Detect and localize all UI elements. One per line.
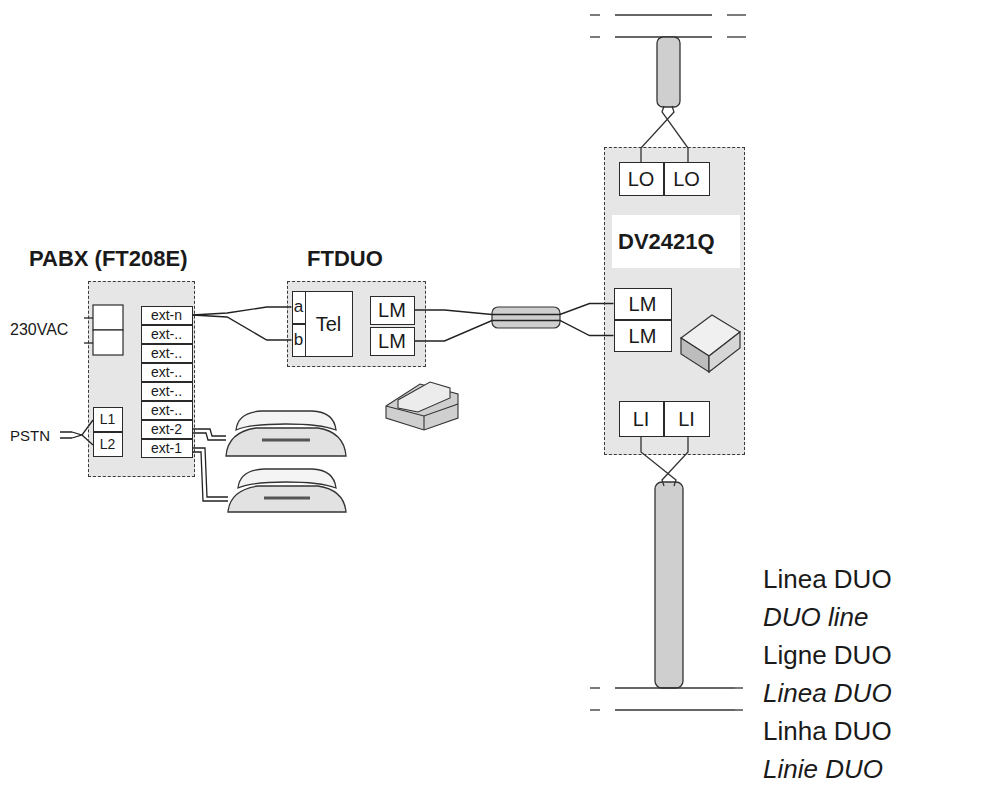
twisted-pair-cable <box>492 307 560 328</box>
terminal-box: LM <box>614 288 672 320</box>
terminal-box: a <box>292 291 306 324</box>
panel-ground <box>604 147 745 455</box>
terminal-label: ext-.. <box>151 327 182 341</box>
terminal-box: ext-2 <box>141 420 193 439</box>
terminal-box: ext-.. <box>141 382 193 401</box>
device-name: DV2421Q <box>612 215 740 268</box>
terminal-box: ext-n <box>141 306 193 325</box>
panel-ground <box>88 281 195 477</box>
terminal-box: LM <box>370 296 415 325</box>
power-terminal <box>93 305 123 330</box>
terminal-box: LM <box>370 327 415 356</box>
terminal-label: Tel <box>316 314 342 334</box>
terminal-label: ext-.. <box>151 346 182 360</box>
terminal-box: L2 <box>93 432 123 457</box>
terminal-label: ext-2 <box>151 422 182 436</box>
terminal-box: ext-.. <box>141 363 193 382</box>
phone-wire <box>193 448 228 497</box>
terminal-label: ext-n <box>151 308 182 322</box>
terminal-box: ext-1 <box>141 439 193 458</box>
wire-connector <box>415 321 614 342</box>
bus-label: Linea DUO <box>763 566 892 592</box>
terminal-box: LM <box>614 320 672 352</box>
terminal-box: Tel <box>305 291 353 357</box>
terminal-box: ext-.. <box>141 401 193 420</box>
device-panel: abTelLMLMFTDUO <box>287 281 426 367</box>
terminal-box: LI <box>664 401 710 437</box>
device-panel: LO LO LM LM LI LI DV2421Q <box>604 147 745 455</box>
bus-label: Ligne DUO <box>763 642 892 668</box>
phone-wire <box>193 452 228 501</box>
din-module-icon <box>386 382 458 430</box>
terminal-label: ext-1 <box>151 441 182 455</box>
terminal-label: a <box>294 298 304 315</box>
bus-label: Linea DUO <box>763 680 892 706</box>
telephone-icon <box>226 411 346 456</box>
terminal-label: LO <box>628 169 655 189</box>
telephone-icon <box>228 469 346 512</box>
power-terminal <box>93 330 123 355</box>
wire-connector <box>193 315 292 340</box>
device-name: PABX (FT208E) <box>29 248 188 270</box>
supply-label: 230VAC <box>10 322 68 338</box>
terminal-label: ext-.. <box>151 403 182 417</box>
terminal-box: LO <box>619 162 664 196</box>
panel-ground <box>287 281 426 367</box>
bus-label: Linha DUO <box>763 718 892 744</box>
bus-label: DUO line <box>763 604 868 630</box>
terminal-label: LI <box>678 409 695 429</box>
terminal-label: LM <box>629 294 657 314</box>
terminal-label: LM <box>378 300 406 320</box>
terminal-box: ext-.. <box>141 344 193 363</box>
duo-bus <box>590 15 746 162</box>
terminal-label: LM <box>378 331 406 351</box>
terminal-label: L2 <box>100 437 116 451</box>
wire-connector <box>415 304 614 315</box>
terminal-label: b <box>294 331 304 348</box>
terminal-label: ext-.. <box>151 365 182 379</box>
line-label: PSTN <box>10 428 50 443</box>
duo-bus <box>590 437 746 710</box>
terminal-box: b <box>292 324 306 357</box>
terminal-box: LO <box>664 162 710 196</box>
terminal-label: LM <box>629 326 657 346</box>
terminal-box: ext-.. <box>141 325 193 344</box>
terminal-label: LO <box>673 169 700 189</box>
wire-connector <box>193 307 292 315</box>
device-panel: ext-n ext-.. ext-.. ext-.. ext-.. ext-.. ext-2… <box>88 281 195 477</box>
module-box-icon <box>681 315 740 372</box>
terminal-label: LI <box>633 409 650 429</box>
terminal-box: LI <box>619 401 664 437</box>
terminal-label: ext-.. <box>151 384 182 398</box>
device-name: FTDUO <box>307 248 383 270</box>
bus-label: Linie DUO <box>763 756 883 782</box>
phone-wire <box>193 433 226 440</box>
terminal-box: L1 <box>93 407 123 432</box>
terminal-label: L1 <box>100 412 116 426</box>
